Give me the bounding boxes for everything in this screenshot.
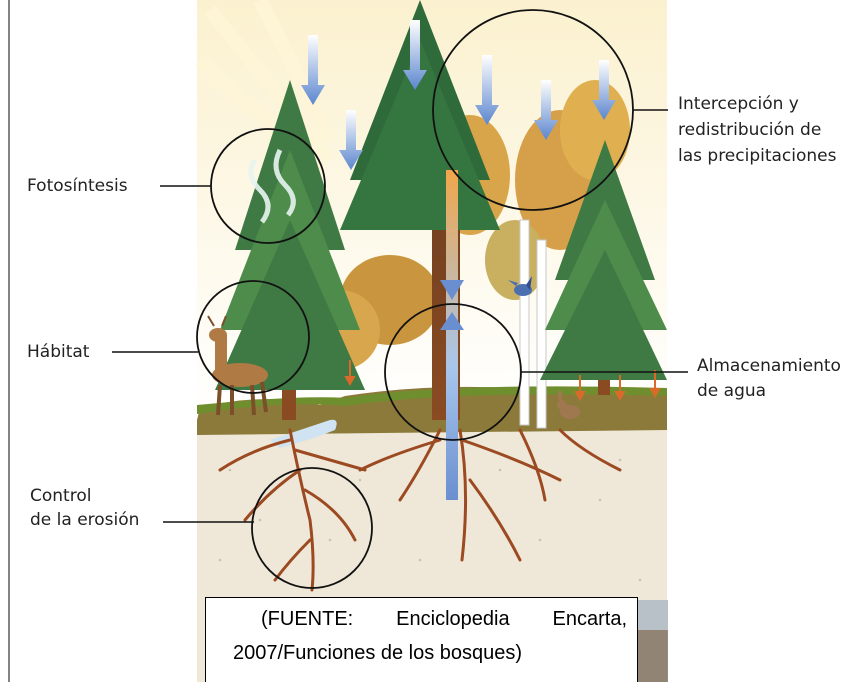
label-control-line2: de la erosión [30, 509, 139, 531]
water-column [446, 170, 458, 500]
caption-line2: 2007/Funciones de los bosques) [233, 642, 522, 665]
label-intercepcion-line3: las precipitaciones [678, 145, 837, 167]
label-control-line1: Control [30, 485, 91, 507]
label-almacenamiento-line2: de agua [697, 380, 766, 402]
label-almacenamiento-line1: Almacenamiento [697, 355, 841, 377]
label-intercepcion-line2: redistribución de [678, 119, 821, 141]
caption-word2: Enciclopedia [396, 608, 509, 631]
source-caption: (FUENTE: Enciclopedia Encarta, 2007/Func… [205, 597, 638, 682]
caption-word3: Encarta, [553, 608, 627, 631]
caption-line1: (FUENTE: Enciclopedia Encarta, [261, 608, 627, 631]
caption-word1: (FUENTE: [261, 608, 353, 631]
rock-gray [638, 600, 668, 630]
label-habitat: Hábitat [27, 341, 89, 363]
label-intercepcion-line1: Intercepción y [678, 93, 799, 115]
label-fotosintesis: Fotosíntesis [27, 175, 128, 197]
